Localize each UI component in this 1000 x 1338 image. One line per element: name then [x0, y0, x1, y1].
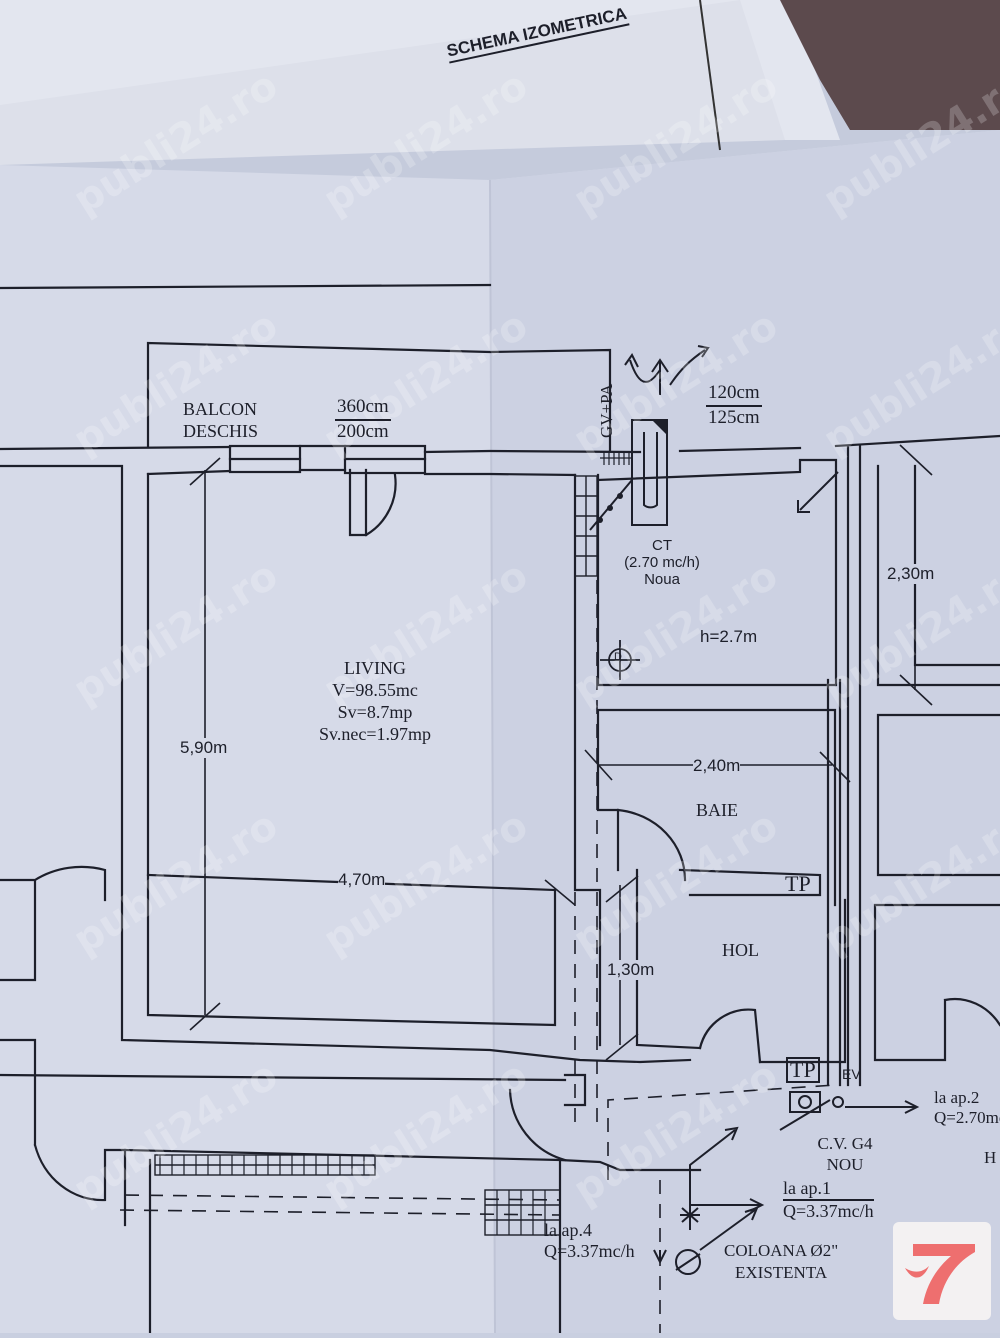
branch-ap1-flow: Q=3.37mc/h [783, 1199, 874, 1221]
column-label: COLOANA Ø2" EXISTENTA [724, 1240, 838, 1284]
tp-lower: TP [786, 1057, 820, 1083]
living-svnec: Sv.nec=1.97mp [319, 724, 431, 744]
chimney-outline [631, 419, 668, 526]
site-logo [893, 1222, 991, 1320]
branch-ap1: la ap.1 Q=3.37mc/h [783, 1178, 874, 1222]
ct-height: h=2.7m [700, 627, 758, 646]
column-line2: EXISTENTA [735, 1263, 828, 1282]
branch-ap4-name: la ap.4 [544, 1220, 592, 1240]
detector-letter: D [614, 651, 622, 663]
dim-living-width: 4,70m [338, 870, 386, 890]
ct-window-bottom: 125cm [708, 407, 760, 428]
ct-room-walls [596, 458, 838, 687]
branch-ap4-flow: Q=3.37mc/h [544, 1241, 635, 1261]
living-window-size: 360cm 200cm [335, 396, 391, 443]
ev-label: EV [842, 1066, 861, 1082]
column-symbol [675, 1249, 701, 1275]
ct-window-top: 120cm [706, 382, 762, 407]
frame-line [0, 283, 492, 290]
ct-window-size: 120cm 125cm [706, 382, 762, 429]
balcony-label-line1: BALCON [183, 399, 258, 419]
balcony-label-line2: DESCHIS [183, 421, 259, 441]
branch-ap2-name: la ap.2 [934, 1088, 980, 1107]
living-room-walls [146, 472, 557, 1027]
gas-pipe-dashed [574, 580, 598, 1130]
branch-ap2-flow: Q=2.70mc [934, 1108, 1000, 1127]
room-baie: BAIE [696, 800, 738, 820]
living-window-bottom: 200cm [337, 421, 389, 442]
facade-wall [0, 434, 1000, 454]
living-name: LIVING [344, 658, 406, 678]
room-hol: HOL [722, 940, 759, 960]
meter-label: C.V. G4 NOU [800, 1133, 890, 1175]
vent-label: GV+PA [597, 383, 616, 438]
living-window-top: 360cm [335, 396, 391, 421]
dim-living-height: 5,90m [180, 738, 228, 758]
dim-baie-width: 2,40m [693, 756, 741, 776]
ct-status: Noua [644, 571, 680, 588]
living-info: LIVING V=98.55mc Sv=8.7mp Sv.nec=1.97mp [300, 657, 450, 745]
branch-ap1-name: la ap.1 [783, 1178, 831, 1198]
balcony-label: BALCON DESCHIS [183, 398, 258, 442]
branch-ap2: la ap.2 Q=2.70mc [934, 1088, 1000, 1128]
meter-line2: NOU [826, 1155, 864, 1174]
living-sv: Sv=8.7mp [337, 702, 413, 722]
branch-ap4: la ap.4 Q=3.37mc/h [544, 1220, 635, 1262]
meter-line1: C.V. G4 [817, 1134, 873, 1153]
dim-right-room: 2,30m [887, 564, 935, 584]
balcony-outline [146, 341, 612, 452]
ct-label: CT (2.70 mc/h) Noua [612, 537, 712, 588]
living-volume: V=98.55mc [332, 680, 418, 700]
ct-name: CT [652, 537, 672, 554]
ct-flow: (2.70 mc/h) [624, 554, 700, 571]
dim-hol-width: 1,30m [607, 960, 655, 980]
tp-upper: TP [785, 871, 811, 896]
column-line1: COLOANA Ø2" [724, 1241, 839, 1260]
cut-letter: H [984, 1148, 997, 1167]
gas-riser [826, 678, 842, 1087]
